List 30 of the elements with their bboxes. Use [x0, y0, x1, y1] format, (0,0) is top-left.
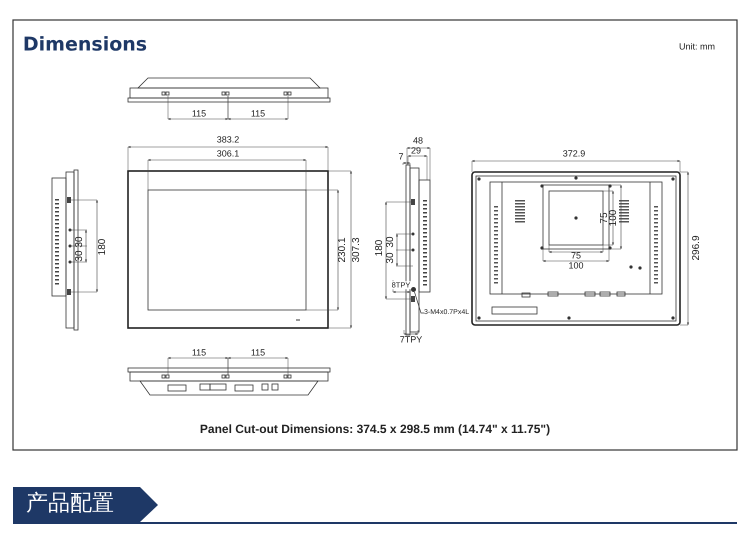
dimension-label: 30 [75, 236, 85, 248]
dimension-label: 115 [250, 348, 266, 358]
dimension-label: 296.9 [692, 235, 702, 261]
dimension-label: 115 [250, 110, 266, 118]
dimension-label: 383.2 [216, 136, 240, 144]
dimension-label: 30 [386, 252, 396, 264]
dimension-label: 7 [398, 152, 404, 162]
dimension-label: 100 [568, 262, 584, 270]
dimension-label: 306.1 [216, 150, 240, 158]
leader-line [414, 292, 424, 314]
section-title: Dimensions [22, 36, 148, 54]
dimension-label: 48 [413, 136, 423, 146]
dimension-label: 372.9 [562, 150, 586, 158]
dimension-label: 180 [375, 240, 385, 256]
dimension-label: 75 [571, 252, 581, 260]
dimension-label: 307.3 [352, 237, 362, 263]
dimension-label: 230.1 [338, 237, 348, 263]
dimension-label: 180 [98, 238, 108, 256]
dimension-label: 115 [192, 348, 206, 358]
dimension-label: 29 [411, 146, 421, 156]
dimension-label: 75 [600, 212, 610, 224]
unit-note: Unit: mm [679, 42, 715, 52]
dimension-label: 115 [192, 110, 206, 118]
dimension-label: 7TPY [400, 336, 422, 344]
dimension-label: 30 [75, 250, 85, 262]
dimension-label: 100 [609, 210, 619, 226]
screw-hole [411, 287, 416, 292]
caption: Panel Cut-out Dimensions: 374.5 x 298.5 mm (14.74" x 11.75") [200, 423, 550, 435]
dimension-label: 30 [386, 236, 396, 248]
section-heading: 产品配置 [26, 493, 114, 515]
